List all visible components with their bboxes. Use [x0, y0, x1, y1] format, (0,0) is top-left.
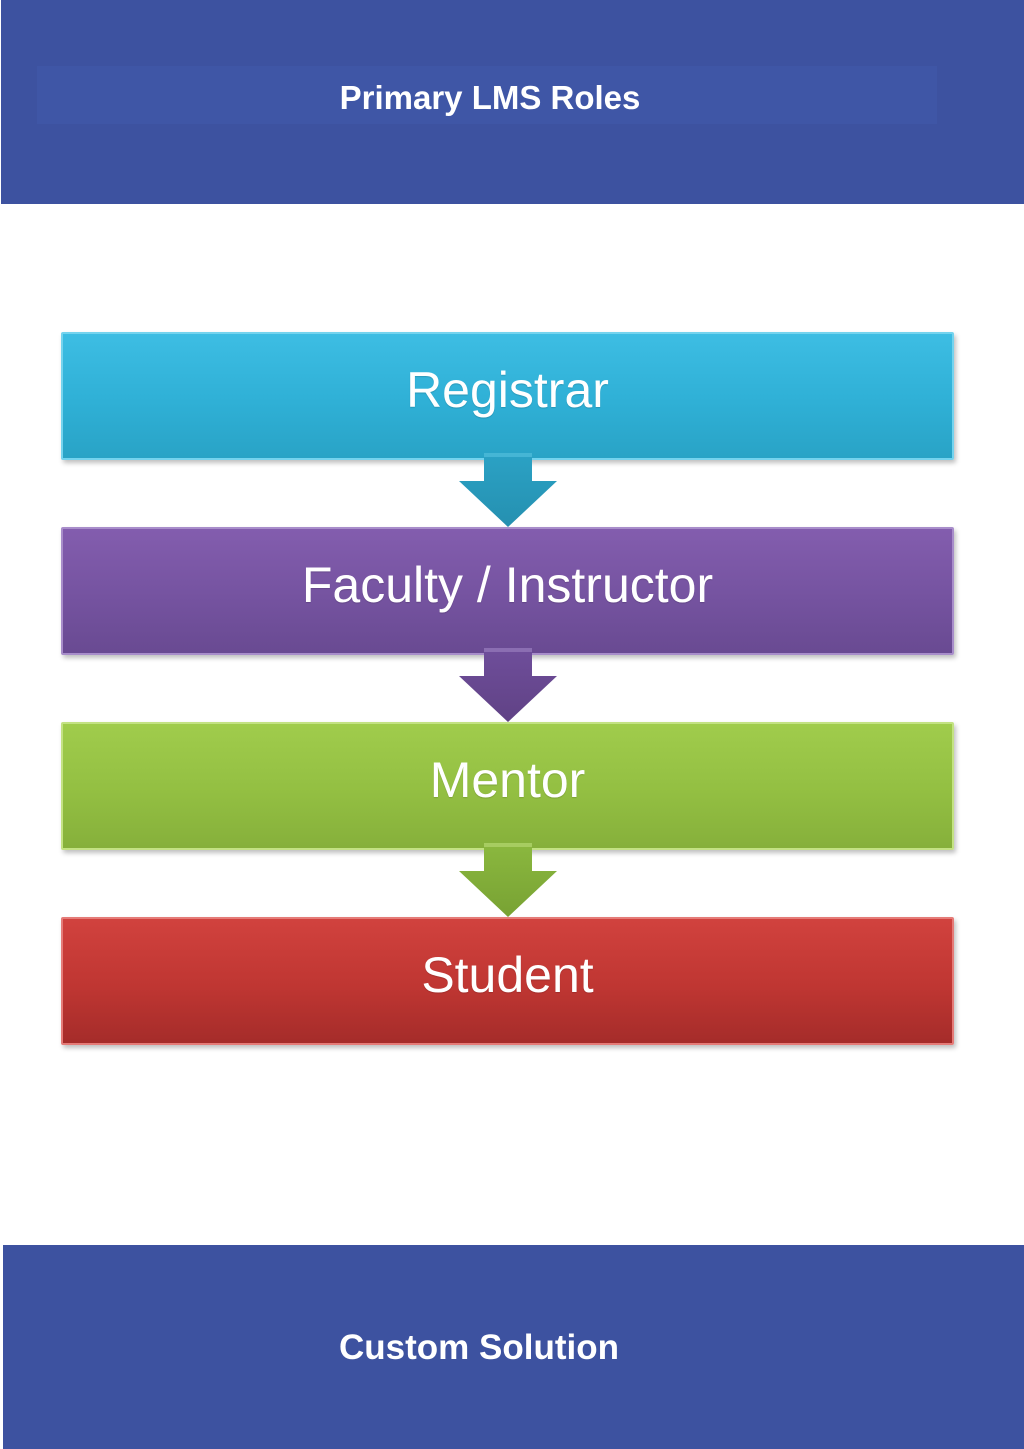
arrow-down-icon [459, 843, 557, 917]
stage-faculty-instructor: Faculty / Instructor [61, 527, 954, 655]
stage-registrar: Registrar [61, 332, 954, 460]
header-title-box: Primary LMS Roles [37, 66, 937, 124]
stage-label-mentor: Mentor [429, 752, 586, 808]
header-banner: Primary LMS Roles [1, 0, 1024, 204]
arrow-down-icon [459, 648, 557, 722]
stage-mentor: Mentor [61, 722, 954, 850]
footer-banner [3, 1245, 1024, 1449]
arrow-down-icon [459, 453, 557, 527]
stage-label-faculty-instructor: Faculty / Instructor [301, 557, 714, 613]
footer-title: Custom Solution [339, 1328, 619, 1367]
stage-label-registrar: Registrar [406, 362, 609, 418]
stage-student: Student [61, 917, 954, 1045]
stage-label-student: Student [421, 947, 594, 1003]
page-title: Primary LMS Roles [339, 79, 641, 116]
